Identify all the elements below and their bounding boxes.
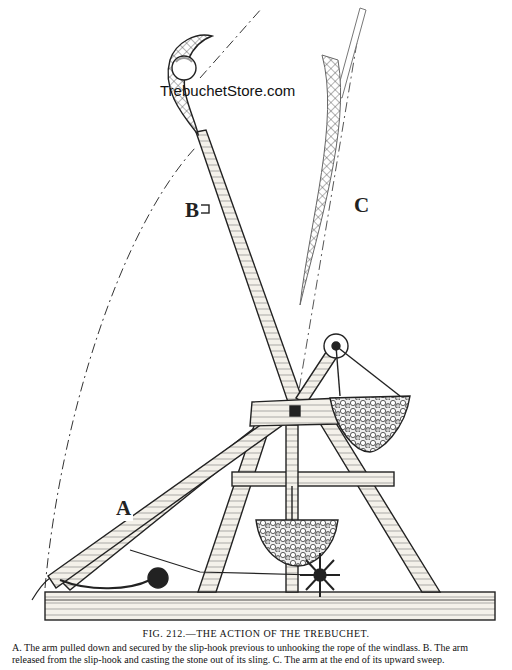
figure-title: FIG. 212.—THE ACTION OF THE TREBUCHET. (0, 628, 512, 639)
callout-letter: C (352, 193, 371, 218)
callout-letter: A (114, 496, 133, 521)
callout-letter: B (183, 198, 201, 223)
figure-caption: A. The arm pulled down and secured by th… (12, 642, 502, 666)
watermark: TrebuchetStore.com (160, 82, 295, 99)
